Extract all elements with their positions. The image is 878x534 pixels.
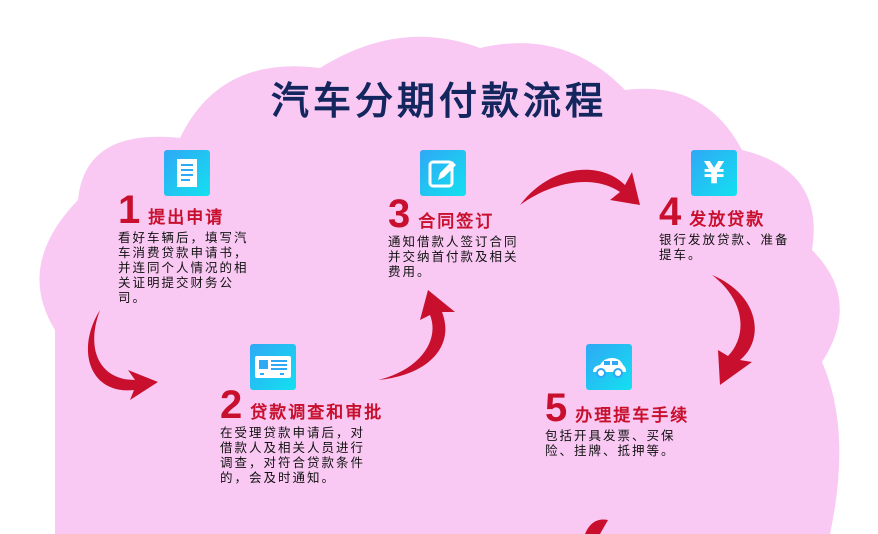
step-description: 看好车辆后，填写汽车消费贷款申请书，并连同个人情况的相关证明提交财务公司。 [118,230,249,305]
step-label: 合同签订 [418,212,495,232]
step-number: 3 [388,192,411,236]
car-icon [586,344,632,390]
step-label: 发放贷款 [689,210,766,230]
arrow-4-to-5 [712,275,755,385]
step-description: 在受理贷款申请后，对借款人及相关人员进行调查，对符合贷款条件的，会及时通知。 [220,425,366,485]
step-description: 包括开具发票、买保险、挂牌、抵押等。 [545,428,676,458]
step-label: 办理提车手续 [575,406,690,426]
arrow-1-to-2 [87,310,158,400]
step-2: 2 贷款调查和审批 在受理贷款申请后，对借款人及相关人员进行调查，对符合贷款条件的… [220,383,384,485]
page-title: 汽车分期付款流程 [270,79,607,123]
step-number: 5 [545,386,568,430]
document-icon [164,150,210,196]
step-4: 4 发放贷款 银行发放贷款、准备提车。 [659,190,799,262]
arrow-2-to-3 [378,290,455,380]
step-number: 1 [118,188,141,232]
step-number: 4 [659,190,682,234]
arrow-partial [585,519,608,534]
step-5: 5 办理提车手续 包括开具发票、买保险、挂牌、抵押等。 [545,386,690,458]
edit-icon [420,150,466,196]
step-description: 通知借款人签订合同并交纳首付款及相关费用。 [388,234,519,279]
step-number: 2 [220,383,243,427]
step-label: 提出申请 [148,208,225,228]
arrow-3-to-4 [520,169,640,205]
yuan-icon: ¥ [691,150,737,196]
step-label: 贷款调查和审批 [250,403,384,423]
step-1: 1 提出申请 看好车辆后，填写汽车消费贷款申请书，并连同个人情况的相关证明提交财务… [118,188,258,305]
step-3: 3 合同签订 通知借款人签订合同并交纳首付款及相关费用。 [388,192,528,279]
id-card-icon [250,344,296,390]
step-description: 银行发放贷款、准备提车。 [659,232,790,262]
